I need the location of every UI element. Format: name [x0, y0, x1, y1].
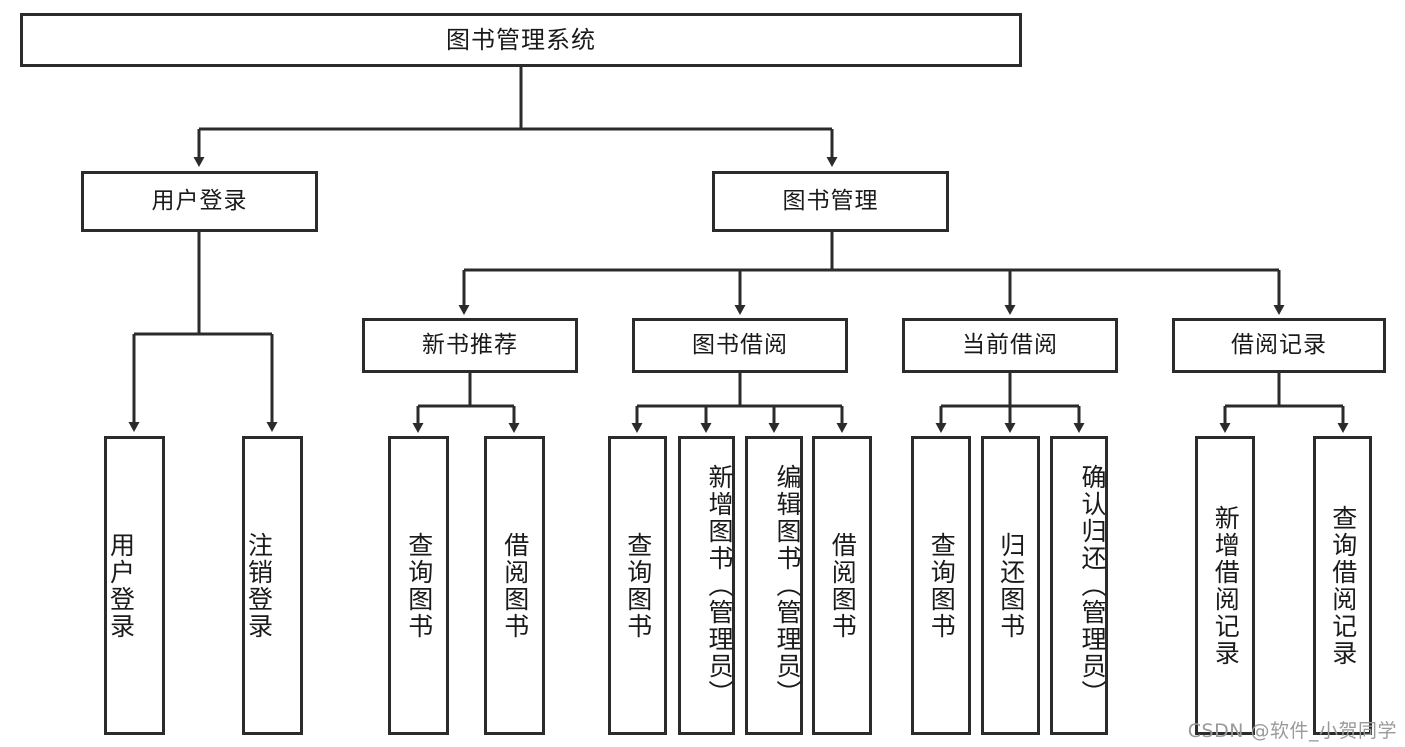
- node-book-management[interactable]: 图书管理: [712, 171, 949, 232]
- node-label: 查询图书: [404, 531, 434, 640]
- node-user-login[interactable]: 用户登录: [81, 171, 318, 232]
- node-label: 用户登录: [106, 531, 136, 640]
- leaf-recommend-borrow-book[interactable]: 借阅图书: [484, 436, 545, 735]
- leaf-record-query-borrow-record[interactable]: 查询借阅记录: [1313, 436, 1372, 735]
- node-new-book-recommend[interactable]: 新书推荐: [362, 318, 578, 373]
- leaf-borrow-add-book-admin[interactable]: 新增图书（管理员）: [678, 436, 735, 735]
- leaf-borrow-edit-book-admin[interactable]: 编辑图书（管理员）: [745, 436, 803, 735]
- node-current-borrow[interactable]: 当前借阅: [902, 318, 1118, 373]
- node-label: 确认归还（管理员）: [1078, 464, 1107, 707]
- leaf-current-confirm-return-admin[interactable]: 确认归还（管理员）: [1050, 436, 1108, 735]
- node-label: 借阅记录: [1231, 331, 1327, 358]
- node-label: 编辑图书（管理员）: [773, 464, 802, 707]
- leaf-current-return-book[interactable]: 归还图书: [981, 436, 1040, 735]
- node-label: 查询借阅记录: [1328, 504, 1358, 667]
- node-label: 注销登录: [244, 531, 274, 640]
- node-label: 当前借阅: [962, 331, 1058, 358]
- node-label: 借阅图书: [500, 531, 530, 640]
- node-label: 归还图书: [996, 531, 1026, 640]
- leaf-recommend-query-book[interactable]: 查询图书: [388, 436, 449, 735]
- leaf-record-add-borrow-record[interactable]: 新增借阅记录: [1195, 436, 1255, 735]
- leaf-borrow-borrow-book[interactable]: 借阅图书: [812, 436, 872, 735]
- node-label: 新增图书（管理员）: [705, 464, 734, 707]
- node-label: 新书推荐: [422, 331, 518, 358]
- leaf-borrow-query-book[interactable]: 查询图书: [608, 436, 667, 735]
- node-label: 用户登录: [151, 187, 248, 214]
- node-root-system[interactable]: 图书管理系统: [20, 13, 1022, 67]
- node-label: 新增借阅记录: [1211, 504, 1241, 667]
- node-label: 图书借阅: [692, 331, 788, 358]
- node-book-borrow[interactable]: 图书借阅: [632, 318, 848, 373]
- node-label: 图书管理系统: [446, 25, 596, 54]
- leaf-user-login[interactable]: 用户登录: [104, 436, 165, 735]
- node-label: 图书管理: [782, 187, 879, 214]
- leaf-current-query-book[interactable]: 查询图书: [911, 436, 971, 735]
- leaf-user-logout[interactable]: 注销登录: [242, 436, 303, 735]
- node-borrow-record[interactable]: 借阅记录: [1172, 318, 1386, 373]
- node-label: 查询图书: [927, 531, 957, 640]
- node-label: 查询图书: [623, 531, 653, 640]
- node-label: 借阅图书: [828, 531, 858, 640]
